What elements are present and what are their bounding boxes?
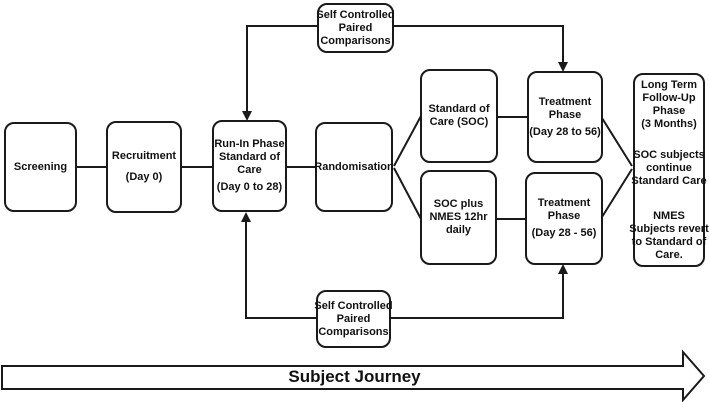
node-label: Treatment (537, 197, 591, 209)
edge-selftop-runin (246, 25, 318, 112)
node-label: Randomisation (314, 160, 394, 173)
edge-treatmentbottom-longterm (601, 168, 633, 218)
node-label: (Day 28 - 56) (531, 227, 597, 239)
edge-selfbottom-runin (245, 221, 316, 319)
node-label: Care (237, 164, 262, 176)
node-label: Comparisons (318, 325, 389, 338)
node-label: Paired (338, 21, 373, 34)
node-self-controlled-top: Self Controlled Paired Comparisons (316, 3, 395, 53)
node-label: NMES 12hr (429, 211, 488, 223)
node-label: Standard Care (631, 174, 707, 187)
node-treatment-top-text: Treatment Phase (Day 28 to 56) (529, 96, 601, 139)
node-randomisation: Randomisation (314, 122, 394, 212)
node-soc-plus-nmes: SOC plus NMES 12hr daily (420, 170, 497, 265)
node-label: Recruitment (111, 150, 177, 162)
edge-treatmenttop-longterm (601, 117, 633, 167)
node-label: Subjects revert (629, 222, 709, 235)
node-soc-text: Standard of Care (SOC) (422, 103, 496, 129)
node-long-term-follow-up: Long Term Follow-Up Phase (3 Months) SOC… (629, 73, 709, 267)
node-run-in-text: Run-In Phase Standard of Care (Day 0 to … (214, 138, 285, 194)
edge-randomisation-socplus (393, 167, 422, 220)
node-label: Screening (13, 160, 68, 173)
node-label: Care. (655, 248, 683, 261)
node-label: to Standard of (631, 235, 707, 248)
node-label: Care (SOC) (429, 116, 489, 128)
node-recruitment: Recruitment (Day 0) (106, 121, 182, 213)
node-label: Run-In Phase (214, 138, 285, 150)
node-treatment-bottom-text: Treatment Phase (Day 28 - 56) (527, 197, 601, 240)
subject-journey-arrow (1, 349, 706, 402)
arrowhead-down-runin (242, 111, 252, 121)
subject-journey-label: Subject Journey (288, 367, 421, 386)
node-label: SOC plus (433, 198, 484, 210)
node-label: Standard of (218, 151, 281, 163)
edge-randomisation-soc (393, 115, 422, 167)
edge-selftop-treatmenttop (393, 25, 564, 63)
node-label: NMES (653, 209, 685, 222)
node-label: SOC subjects (633, 148, 705, 161)
node-label: Treatment (538, 95, 592, 108)
node-label: Paired (336, 312, 371, 325)
arrowhead-up-runin (241, 212, 251, 222)
node-randomisation-text: Randomisation (314, 160, 394, 174)
node-label: (Day 0) (125, 171, 163, 183)
node-treatment-phase-bottom: Treatment Phase (Day 28 - 56) (525, 172, 603, 265)
node-label: Standard of (428, 103, 490, 115)
node-label: Follow-Up (642, 91, 696, 104)
node-self-controlled-bottom: Self Controlled Paired Comparisons (314, 290, 393, 348)
node-recruitment-text: Recruitment (Day 0) (108, 150, 180, 184)
node-label: Phase (548, 108, 582, 121)
node-soc-plus-text: SOC plus NMES 12hr daily (422, 198, 495, 237)
node-self-bottom-text: Self Controlled Paired Comparisons (314, 300, 392, 339)
node-label: Self Controlled (314, 299, 393, 312)
node-label: (3 Months) (641, 117, 697, 130)
node-label: Self Controlled (316, 8, 395, 21)
edge-selfbottom-treatmentbottom (391, 273, 564, 319)
node-standard-of-care: Standard of Care (SOC) (420, 69, 498, 163)
arrowhead-up-treatmentbottom (558, 264, 568, 274)
node-screening-text: Screening (6, 161, 75, 174)
node-label: continue (646, 161, 692, 174)
node-label: (Day 28 to 56) (529, 125, 601, 138)
node-label: Phase (547, 210, 581, 222)
node-self-top-text: Self Controlled Paired Comparisons (316, 8, 395, 48)
node-label: Comparisons (320, 34, 391, 47)
node-label: Long Term (640, 78, 697, 91)
node-label: Phase (652, 104, 686, 117)
arrowhead-down-treatmenttop (558, 62, 568, 72)
node-screening: Screening (4, 122, 77, 212)
node-long-term-text: Long Term Follow-Up Phase (3 Months) SOC… (629, 78, 708, 262)
node-label: (Day 0 to 28) (216, 181, 283, 193)
node-treatment-phase-top: Treatment Phase (Day 28 to 56) (527, 71, 603, 163)
node-run-in-phase: Run-In Phase Standard of Care (Day 0 to … (212, 120, 287, 212)
node-label: daily (445, 224, 472, 236)
